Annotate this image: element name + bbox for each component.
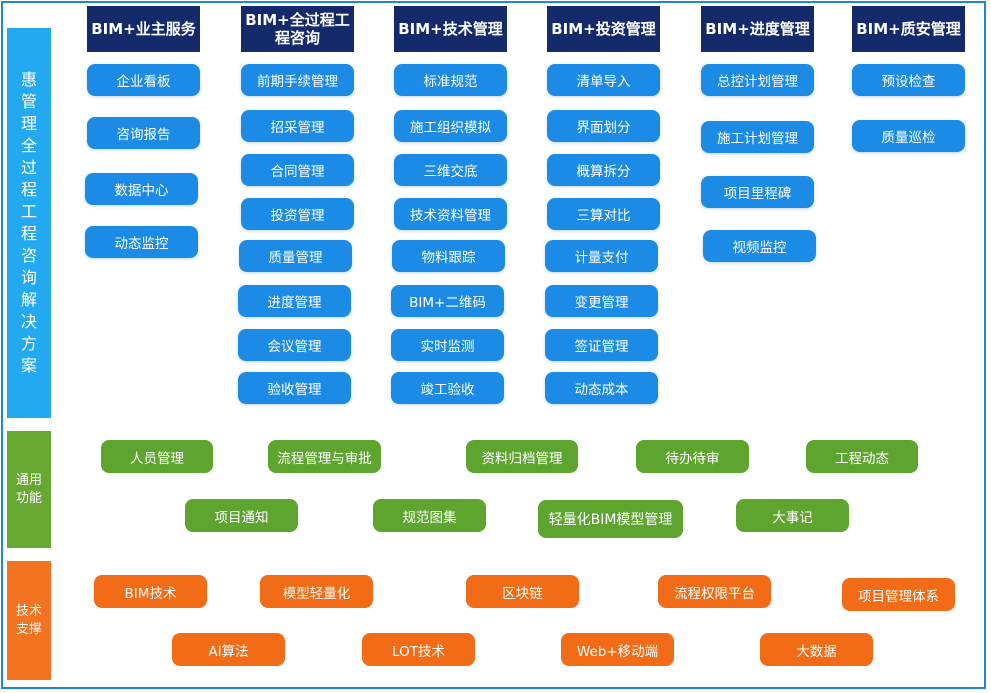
quality-item-preset-inspection[interactable]: 预设检查 — [852, 64, 965, 96]
consulting-item-progress[interactable]: 进度管理 — [238, 285, 351, 317]
technical-item-3d-briefing[interactable]: 三维交底 — [394, 154, 507, 186]
general-item-todo[interactable]: 待办待审 — [636, 440, 749, 473]
general-item-bim-model[interactable]: 轻量化BIM模型管理 — [538, 500, 683, 538]
column-header-quality-safety: BIM+质安管理 — [852, 6, 965, 52]
technical-item-qr-code[interactable]: BIM+二维码 — [391, 285, 504, 317]
tech-item-blockchain[interactable]: 区块链 — [466, 575, 579, 608]
schedule-item-master-plan[interactable]: 总控计划管理 — [701, 64, 814, 96]
consulting-item-procurement[interactable]: 招采管理 — [241, 110, 354, 142]
investment-item-visa[interactable]: 签证管理 — [545, 329, 658, 361]
side-label-tech-text: 技术支撑 — [15, 603, 42, 637]
side-label-tech: 技术支撑 — [7, 561, 51, 680]
technical-item-realtime-monitoring[interactable]: 实时监测 — [391, 329, 504, 361]
general-item-notice[interactable]: 项目通知 — [185, 499, 298, 532]
general-item-workflow-approval[interactable]: 流程管理与审批 — [268, 440, 381, 473]
consulting-item-permits[interactable]: 前期手续管理 — [241, 64, 354, 96]
investment-item-payment[interactable]: 计量支付 — [545, 240, 658, 272]
side-label-solution: 惠管理全过程工程咨询解决方案 — [7, 28, 51, 418]
consulting-item-contract[interactable]: 合同管理 — [241, 154, 354, 186]
owner-item-report[interactable]: 咨询报告 — [87, 117, 200, 149]
tech-item-bim[interactable]: BIM技术 — [94, 575, 207, 608]
schedule-item-construction-plan[interactable]: 施工计划管理 — [701, 121, 814, 153]
tech-item-web-mobile[interactable]: Web+移动端 — [561, 633, 674, 666]
owner-item-monitoring[interactable]: 动态监控 — [85, 226, 198, 258]
side-label-general: 通用功能 — [7, 431, 51, 548]
general-item-project-news[interactable]: 工程动态 — [806, 440, 918, 473]
consulting-item-quality[interactable]: 质量管理 — [239, 240, 352, 272]
investment-item-dynamic-cost[interactable]: 动态成本 — [545, 372, 658, 404]
tech-item-management-system[interactable]: 项目管理体系 — [842, 578, 955, 611]
general-item-archive[interactable]: 资料归档管理 — [466, 440, 578, 473]
tech-item-ai[interactable]: AI算法 — [172, 633, 285, 666]
technical-item-documents[interactable]: 技术资料管理 — [394, 198, 507, 230]
investment-item-bill-import[interactable]: 清单导入 — [547, 64, 660, 96]
owner-item-dashboard[interactable]: 企业看板 — [87, 64, 200, 96]
consulting-item-meeting[interactable]: 会议管理 — [238, 329, 351, 361]
tech-item-permission-platform[interactable]: 流程权限平台 — [658, 575, 771, 608]
investment-item-estimate-split[interactable]: 概算拆分 — [547, 154, 660, 186]
owner-item-data-center[interactable]: 数据中心 — [85, 173, 198, 205]
consulting-item-acceptance[interactable]: 验收管理 — [238, 372, 351, 404]
side-label-general-text: 通用功能 — [15, 472, 42, 506]
column-header-technical: BIM+技术管理 — [394, 6, 507, 52]
column-header-investment: BIM+投资管理 — [547, 6, 660, 52]
tech-item-model-lightweight[interactable]: 模型轻量化 — [260, 575, 373, 608]
schedule-item-milestone[interactable]: 项目里程碑 — [701, 176, 814, 208]
technical-item-completion[interactable]: 竣工验收 — [391, 372, 504, 404]
general-item-standard-atlas[interactable]: 规范图集 — [373, 499, 486, 532]
consulting-item-investment[interactable]: 投资管理 — [241, 198, 354, 230]
tech-item-lot[interactable]: LOT技术 — [362, 633, 475, 666]
investment-item-interface-division[interactable]: 界面划分 — [547, 110, 660, 142]
technical-item-material-tracking[interactable]: 物料跟踪 — [392, 240, 505, 272]
side-label-solution-text: 惠管理全过程工程咨询解决方案 — [20, 70, 37, 375]
general-item-chronicle[interactable]: 大事记 — [736, 499, 849, 532]
schedule-item-video-monitoring[interactable]: 视频监控 — [703, 230, 816, 262]
technical-item-standards[interactable]: 标准规范 — [394, 64, 507, 96]
column-header-schedule: BIM+进度管理 — [701, 6, 814, 52]
technical-item-construction-simulation[interactable]: 施工组织模拟 — [394, 110, 507, 142]
column-header-owner: BIM+业主服务 — [87, 6, 200, 52]
tech-item-big-data[interactable]: 大数据 — [760, 633, 873, 666]
investment-item-cost-comparison[interactable]: 三算对比 — [547, 198, 660, 230]
investment-item-change[interactable]: 变更管理 — [545, 285, 658, 317]
general-item-personnel[interactable]: 人员管理 — [101, 440, 213, 473]
column-header-consulting: BIM+全过程工程咨询 — [241, 6, 354, 52]
quality-item-patrol[interactable]: 质量巡检 — [852, 120, 965, 152]
